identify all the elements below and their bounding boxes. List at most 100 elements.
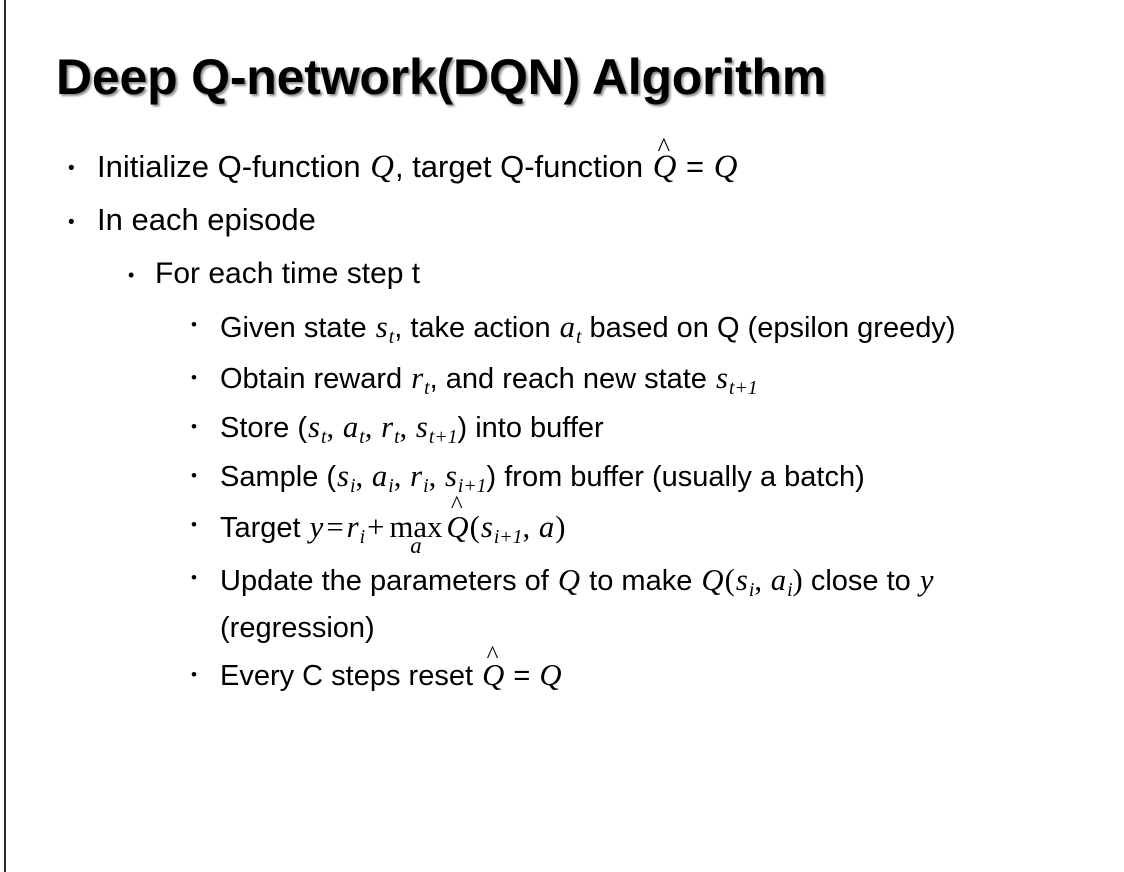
text-run: = (677, 149, 713, 184)
math-y: y (309, 510, 324, 545)
math-a-subscript: i (787, 578, 793, 601)
math-r-subscript: i (423, 475, 429, 497)
bullet-in-each-episode-text: In each episode (97, 202, 316, 237)
math-r: r (346, 510, 359, 545)
math-s-subscript: t (388, 325, 395, 348)
bullet-marker: • (68, 158, 75, 179)
bullet-obtain-reward-text: Obtain reward rt, and reach new state st… (220, 357, 1124, 402)
math-comma: , (428, 459, 444, 494)
math-q: Q (713, 149, 738, 185)
math-r-subscript: i (359, 526, 366, 549)
math-a: a (342, 409, 359, 444)
bullet-marker: • (191, 665, 197, 685)
math-q-hat: ^Q (482, 641, 505, 693)
text-run: Store ( (220, 411, 308, 444)
math-a: a (538, 510, 555, 545)
bullet-marker: • (191, 315, 197, 334)
math-a: a (770, 563, 787, 598)
math-s-next: s (415, 409, 428, 444)
math-s-next: s (480, 510, 493, 545)
text-run: Sample ( (220, 461, 337, 494)
bullet-given-state-text: Given state st, take action at based on … (220, 304, 1124, 353)
algorithm-bullet-list: • Initialize Q-function Q, target Q-func… (0, 134, 1124, 700)
math-s-subscript: t (321, 425, 327, 448)
math-paren-open: ( (724, 563, 735, 598)
page-title: Deep Q-network(DQN) Algorithm (56, 49, 827, 105)
bullet-in-each-episode: • In each episode (0, 200, 1124, 244)
bullet-reset-target-network-text: Every C steps reset ^Q = Q (220, 641, 1124, 696)
math-max-label: max (389, 510, 443, 545)
math-max-limit: a (410, 533, 422, 559)
math-s-subscript: t+1 (728, 376, 758, 399)
text-run: ) into buffer (457, 411, 604, 444)
text-run: Initialize Q-function (97, 149, 370, 184)
bullet-initialize-text: Initialize Q-function Q, target Q-functi… (97, 134, 1124, 189)
math-q-hat: ^Q (446, 492, 469, 545)
math-comma: , (364, 409, 381, 444)
bullet-marker: • (191, 568, 197, 588)
math-q: Q (701, 563, 724, 598)
bullet-marker: • (191, 367, 197, 387)
math-a: a (371, 459, 388, 494)
math-comma: , (326, 409, 342, 444)
text-run: Given state (220, 312, 375, 344)
math-s: s (735, 563, 748, 598)
math-comma: , (754, 563, 770, 598)
math-q: Q (370, 149, 394, 185)
bullet-marker: • (68, 212, 75, 233)
math-r: r (411, 360, 424, 395)
math-s-next-subscript: t+1 (428, 425, 458, 448)
hat-accent: ^ (486, 641, 499, 669)
math-r-subscript: t (424, 376, 430, 399)
text-run: , take action (394, 312, 559, 344)
math-s-subscript: i (748, 578, 755, 601)
math-r: r (381, 409, 394, 444)
bullet-obtain-reward: • Obtain reward rt, and reach new state … (0, 357, 1124, 402)
bullet-sample-batch-text: Sample (si, ai, ri, si+1) from buffer (u… (220, 455, 1124, 500)
bullet-given-state: • Given state st, take action at based o… (0, 304, 1124, 353)
bullet-update-parameters-text: Update the parameters of Q to make Q(si,… (220, 557, 1124, 650)
bullet-marker: • (128, 265, 135, 285)
math-comma: , (355, 459, 371, 494)
math-paren-close: ) (792, 563, 803, 598)
math-s-next: s (444, 459, 457, 494)
bullet-sample-batch: • Sample (si, ai, ri, si+1) from buffer … (0, 455, 1124, 500)
math-comma: , (399, 409, 415, 444)
text-run: (regression) (220, 611, 375, 644)
bullet-marker: • (191, 515, 197, 535)
math-s-next-subscript: i+1 (457, 475, 487, 497)
math-comma: , (522, 510, 538, 545)
bullet-initialize: • Initialize Q-function Q, target Q-func… (0, 134, 1124, 190)
math-s: s (308, 409, 320, 444)
bullet-for-each-time-step: • For each time step t (0, 254, 1124, 296)
hat-accent: ^ (657, 132, 671, 163)
text-run: Target (220, 512, 309, 545)
math-s: s (337, 459, 350, 494)
text-run: Obtain reward (220, 362, 411, 395)
math-comma: , (393, 459, 410, 494)
bullet-reset-target-network: • Every C steps reset ^Q = Q (0, 641, 1124, 696)
bullet-marker: • (191, 416, 197, 436)
math-a-subscript: t (359, 425, 365, 448)
math-y: y (919, 563, 934, 598)
math-paren-open: ( (469, 510, 480, 545)
math-s-next-subscript: i+1 (493, 526, 523, 549)
hat-accent: ^ (450, 492, 463, 520)
math-s-subscript: i (350, 475, 356, 497)
text-run: Update the parameters of (220, 565, 557, 598)
math-s: s (716, 360, 728, 395)
bullet-store-transition-text: Store (st, at, rt, st+1) into buffer (220, 406, 1124, 451)
text-run: , and reach new state (429, 362, 715, 395)
math-s: s (375, 310, 388, 344)
math-r-subscript: t (394, 425, 400, 448)
math-r: r (410, 459, 423, 494)
math-a: a (559, 310, 576, 344)
text-run: = (505, 660, 539, 693)
math-a-subscript: t (576, 325, 582, 348)
math-a-subscript: i (388, 475, 394, 497)
math-q: Q (557, 563, 581, 598)
